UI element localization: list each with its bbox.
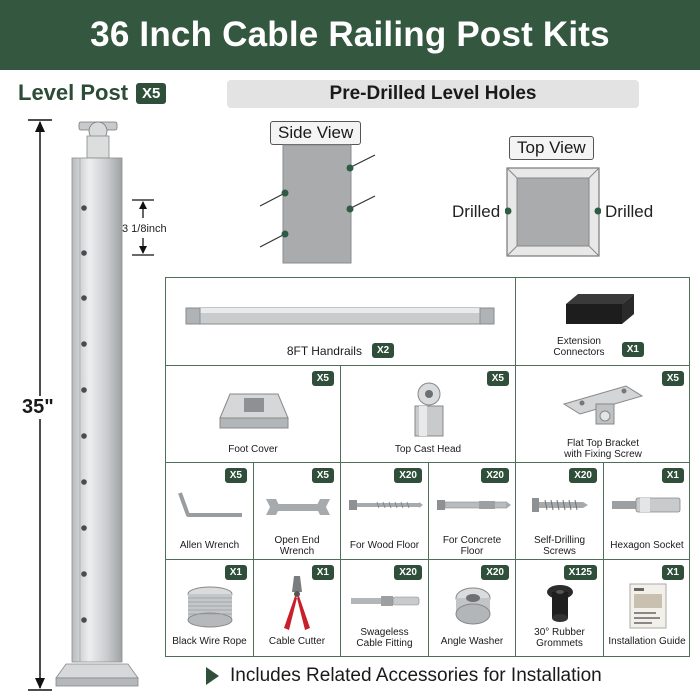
handrails-label: 8FT Handrails [286, 343, 362, 358]
foot-cover-qty-badge: X5 [311, 371, 334, 386]
open-end-wrench-qty-badge: X5 [311, 468, 334, 483]
top-cast-head-label: Top Cast Head [394, 444, 462, 455]
wood-screw-image [349, 500, 423, 510]
angle-washer-image [455, 587, 491, 625]
kit-contents-grid: 8FT Handrails X2 Extension Connectors X1… [165, 277, 690, 657]
level-post-image [55, 121, 139, 687]
grommet-image [547, 585, 573, 622]
flat-top-bracket-label-line1: Flat Top Bracket [566, 438, 640, 449]
page-title: 36 Inch Cable Railing Post Kits [90, 15, 610, 54]
hex-socket-label: Hexagon Socket [610, 540, 684, 551]
kit-item-wire-rope: X1 Black Wire Rope [166, 560, 254, 656]
hex-socket-image [612, 497, 681, 513]
guide-qty-badge: X1 [661, 565, 684, 580]
foot-cover-image [219, 393, 289, 429]
concrete-floor-label-line2: Floor [460, 546, 484, 557]
level-post-header: Level Post X5 [18, 80, 167, 106]
allen-wrench-label: Allen Wrench [179, 540, 240, 551]
top-cast-head-image [414, 382, 444, 437]
concrete-floor-qty-badge: X20 [481, 468, 509, 483]
predrilled-heading: Pre-Drilled Level Holes [329, 83, 537, 104]
play-arrow-icon [206, 667, 219, 685]
swageless-qty-badge: X20 [394, 565, 422, 580]
kit-item-allen-wrench: X5 Allen Wrench [166, 463, 254, 560]
extension-label-line2: Connectors [553, 347, 605, 358]
kit-item-hexagon-socket: X1 Hexagon Socket [604, 463, 690, 560]
kit-item-top-cast-head: X5 Top Cast Head [341, 366, 516, 463]
allen-wrench-image [178, 492, 242, 517]
wood-floor-qty-badge: X20 [394, 468, 422, 483]
kit-item-concrete-anchor: X20 For Concrete Floor [429, 463, 516, 560]
flat-top-bracket-image [562, 385, 644, 425]
drilled-right-label: Drilled [605, 202, 654, 221]
kit-item-extension-connectors: Extension Connectors X1 [516, 278, 690, 366]
title-banner: 36 Inch Cable Railing Post Kits [0, 0, 700, 70]
swageless-fitting-image [351, 596, 420, 606]
handrail-image [185, 307, 495, 325]
kit-item-flat-top-bracket: X5 Flat Top Bracket with Fixing Screw [516, 366, 690, 463]
flat-top-bracket-label-line2: with Fixing Screw [564, 449, 642, 460]
grommets-qty-badge: X125 [563, 565, 597, 580]
foot-cover-label: Foot Cover [228, 444, 278, 455]
kit-item-wood-floor-screw: X20 For Wood Floor [341, 463, 429, 560]
top-cast-head-qty-badge: X5 [486, 371, 509, 386]
grommets-label-line2: Grommets [536, 638, 583, 649]
installation-guide-image [629, 583, 667, 629]
handrails-qty-badge: X2 [371, 343, 395, 358]
kit-item-swageless-fitting: X20 Swageless Cable Fitting [341, 560, 429, 656]
footer-text: Includes Related Accessories for Install… [230, 665, 602, 686]
extension-connector-image [566, 294, 634, 324]
hex-socket-qty-badge: X1 [661, 468, 684, 483]
kit-item-rubber-grommets: X125 30° Rubber Grommets [516, 560, 604, 656]
extension-label-line1: Extension [557, 336, 601, 347]
side-view-diagram [259, 144, 376, 264]
concrete-anchor-image [437, 500, 511, 510]
predrilled-header: Pre-Drilled Level Holes [227, 80, 639, 108]
flat-top-bracket-qty-badge: X5 [661, 371, 684, 386]
self-drilling-label-line2: Screws [543, 546, 576, 557]
extension-qty-badge: X1 [621, 342, 644, 357]
kit-item-handrails: 8FT Handrails X2 [166, 278, 516, 366]
hole-spacing-dimension [132, 199, 154, 256]
concrete-floor-label-line1: For Concrete [442, 535, 502, 546]
open-end-wrench-label-line2: Wrench [279, 546, 315, 557]
kit-item-self-drilling-screws: X20 Self-Drilling Screws [516, 463, 604, 560]
swageless-label-line2: Cable Fitting [356, 638, 413, 649]
footer-note: Includes Related Accessories for Install… [204, 665, 602, 687]
angle-washer-label: Angle Washer [440, 636, 504, 647]
cable-cutter-image [284, 576, 310, 630]
self-drilling-label-line1: Self-Drilling [533, 535, 586, 546]
level-post-qty-badge: X5 [136, 82, 167, 104]
drilled-left-label: Drilled [452, 202, 501, 221]
self-drilling-screw-image [532, 498, 588, 512]
open-end-wrench-image [266, 499, 330, 515]
post-height-label: 35" [22, 396, 54, 419]
allen-wrench-qty-badge: X5 [224, 468, 247, 483]
wire-rope-label: Black Wire Rope [172, 636, 247, 647]
wire-rope-image [187, 586, 233, 628]
hole-spacing-label: 3 1/8inch [122, 223, 167, 235]
kit-item-cable-cutter: X1 Cable Cutter [254, 560, 341, 656]
open-end-wrench-label-line1: Open End [274, 535, 320, 546]
side-view-tag: Side View [270, 121, 362, 145]
swageless-label-line1: Swageless [360, 627, 409, 638]
top-view-diagram [505, 167, 601, 257]
wood-floor-label: For Wood Floor [349, 540, 420, 551]
self-drilling-qty-badge: X20 [569, 468, 597, 483]
guide-label: Installation Guide [608, 636, 686, 647]
angle-washer-qty-badge: X20 [481, 565, 509, 580]
top-view-tag: Top View [509, 136, 594, 160]
cable-cutter-label: Cable Cutter [268, 636, 326, 647]
kit-item-angle-washer: X20 Angle Washer [429, 560, 516, 656]
grommets-label-line1: 30° Rubber [534, 627, 585, 638]
cable-cutter-qty-badge: X1 [311, 565, 334, 580]
wire-rope-qty-badge: X1 [224, 565, 247, 580]
level-post-label: Level Post [18, 80, 129, 105]
kit-item-installation-guide: X1 Installation Guide [604, 560, 690, 656]
kit-item-open-end-wrench: X5 Open End Wrench [254, 463, 341, 560]
kit-item-foot-cover: X5 Foot Cover [166, 366, 341, 463]
